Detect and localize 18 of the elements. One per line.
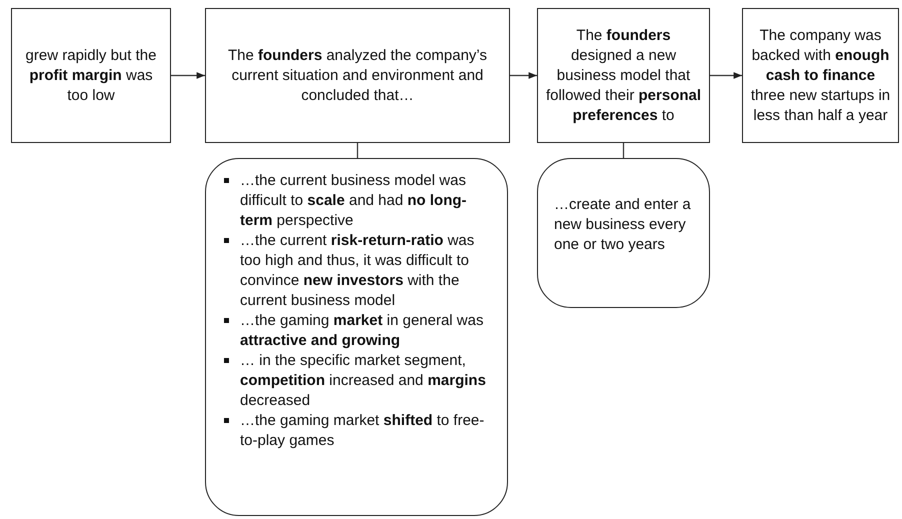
connector-line [356,143,358,158]
box-text: The company was backed with enough cash to finance three new startups in less than half a year [750,26,892,126]
rounded-box [205,158,508,516]
bullet-text: …the gaming market shifted to free-to-play games [240,412,484,449]
box-text: grew rapidly but the profit margin was too low [24,46,158,106]
process-box [537,8,710,143]
process-box [205,8,510,143]
box-text: The founders designed a new business model that followed their personal preferences to [544,26,702,126]
connector-line [622,143,624,158]
arrow [510,72,537,79]
rounded-box [537,158,710,308]
bullet-text: …the gaming market in general was attractive and growing [240,312,484,349]
box-text: …create and enter a new business every one or two years [554,195,692,255]
process-box [742,8,899,143]
process-box [11,8,171,143]
arrow [710,72,742,79]
box-text: The founders analyzed the company’s current situation and environment and concluded that… [226,46,488,106]
arrow [171,72,205,79]
